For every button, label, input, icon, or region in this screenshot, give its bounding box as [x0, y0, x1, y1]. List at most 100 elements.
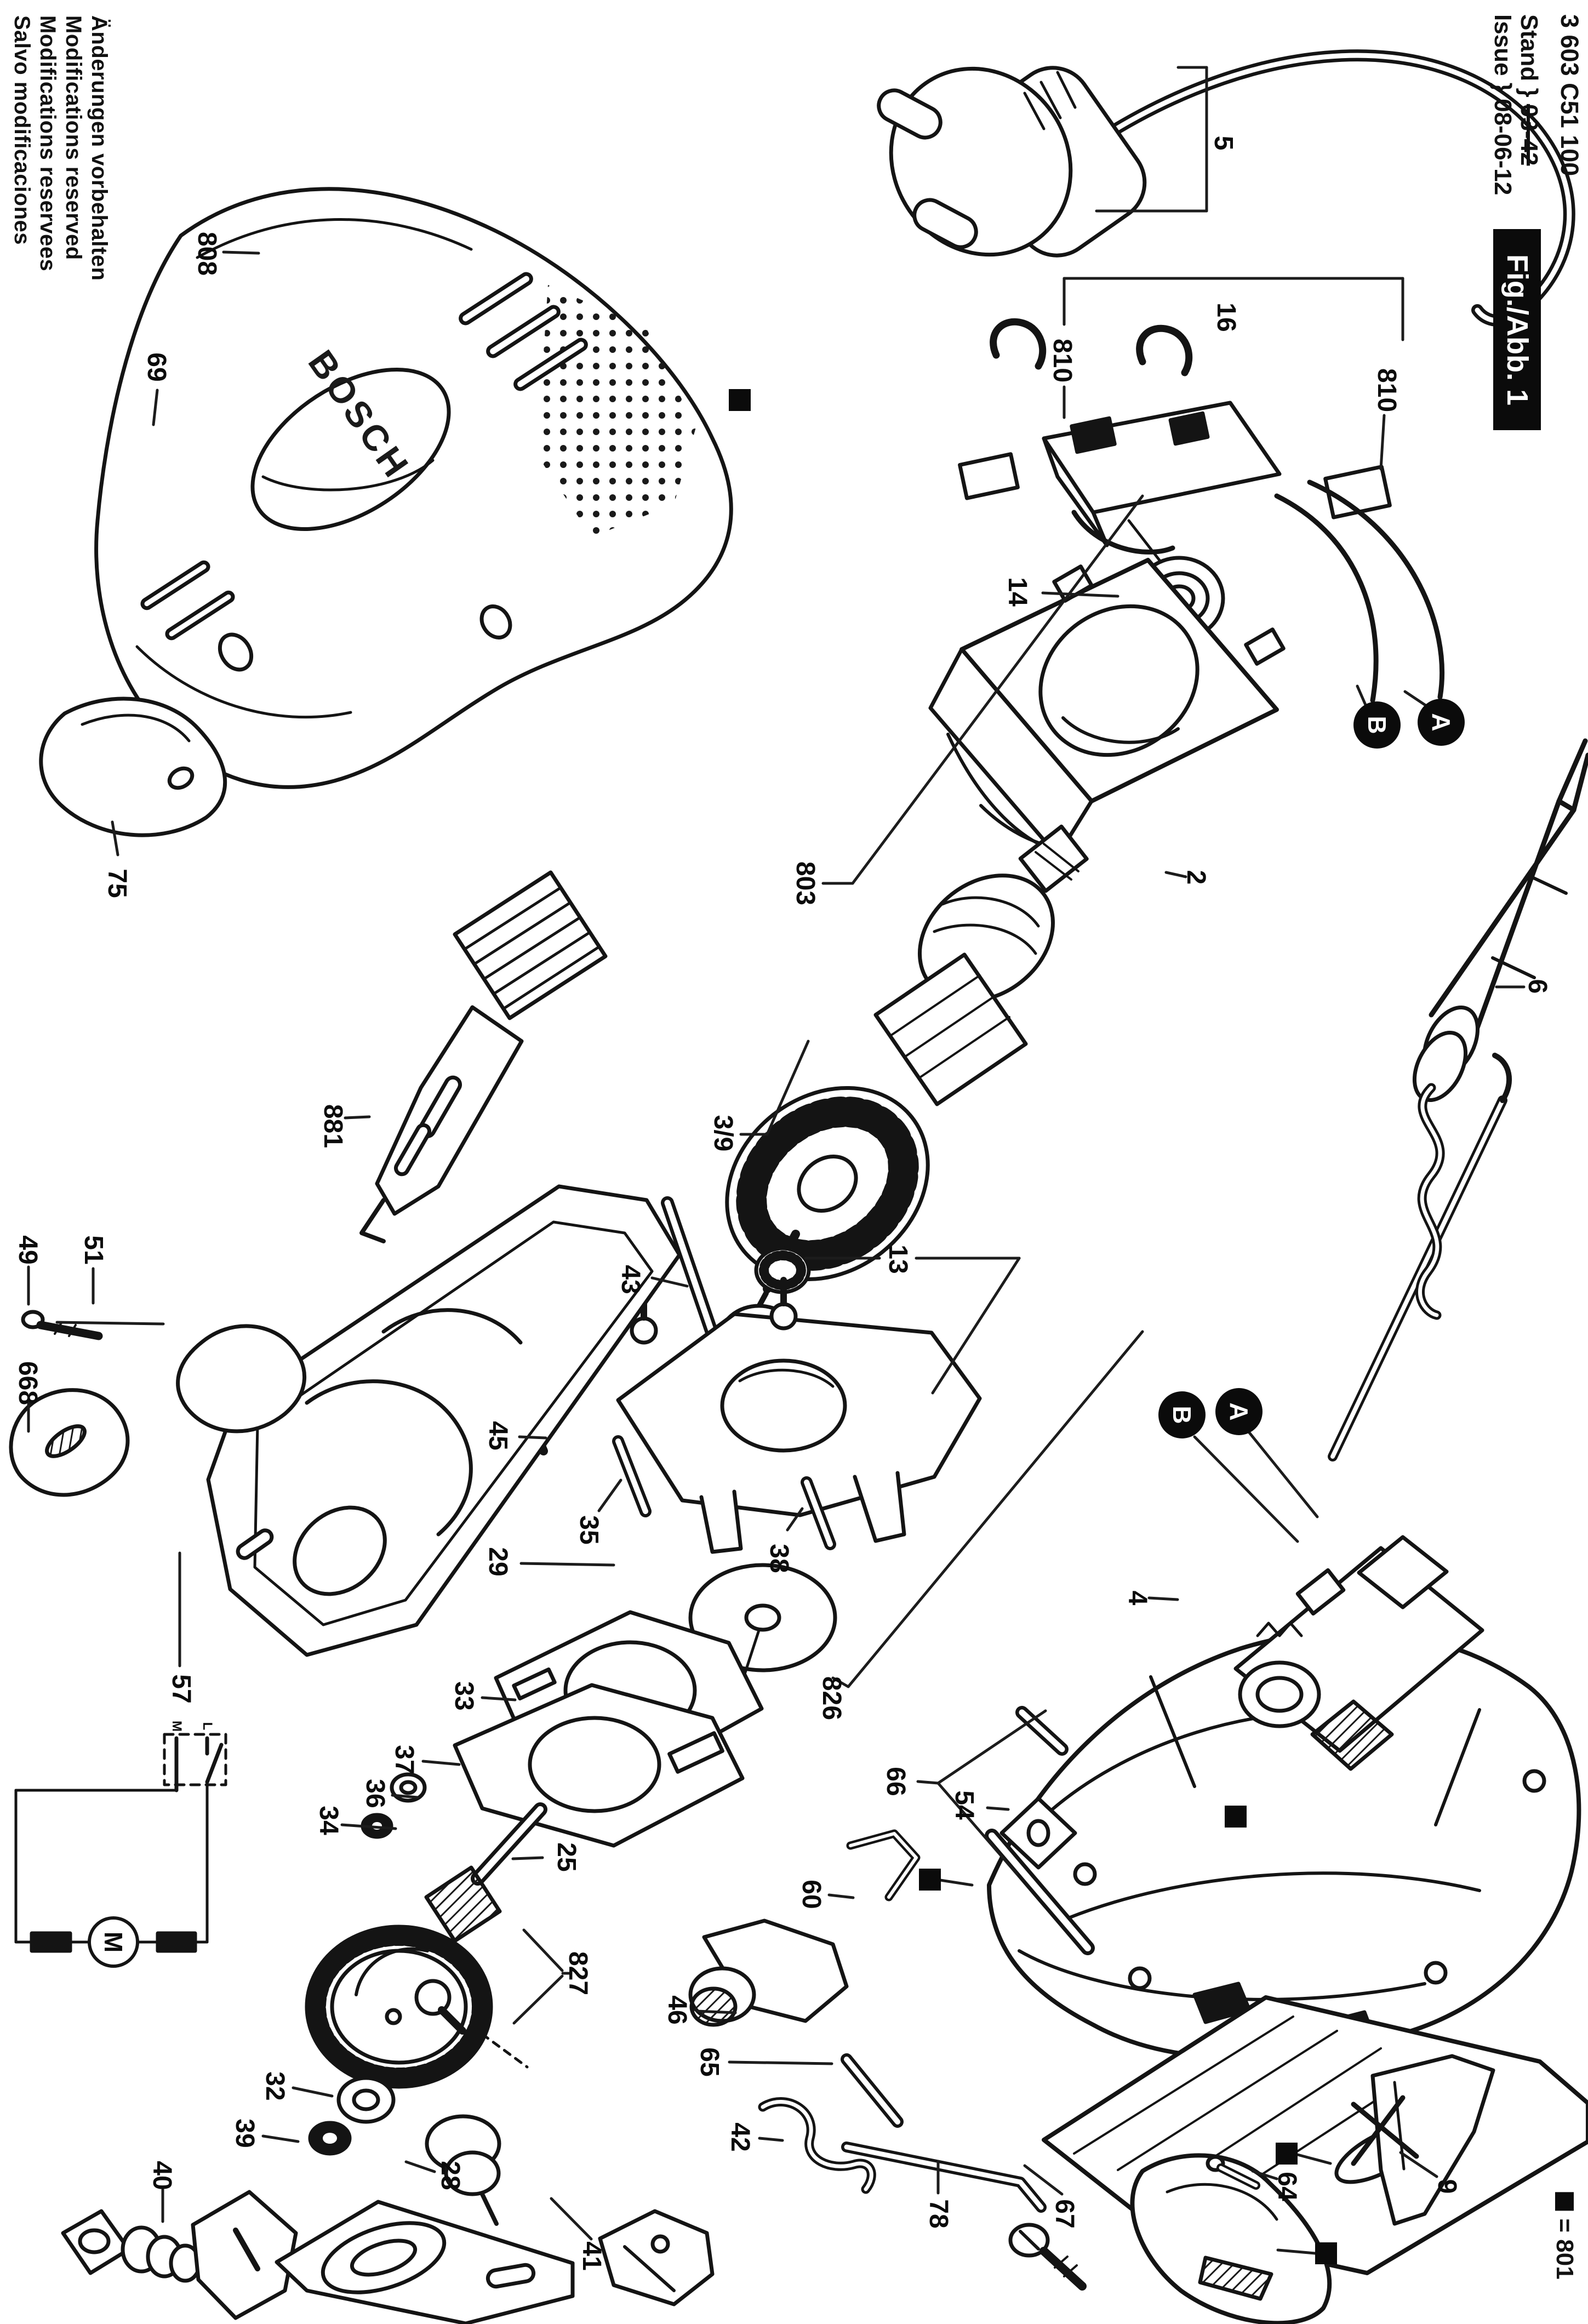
part-41-drawing	[275, 2200, 715, 2324]
part-callout-803: 803	[791, 861, 820, 906]
part-callout-43: 43	[616, 1265, 645, 1294]
wiring-schematic	[14, 1733, 227, 1968]
part-callout-M: M	[99, 1931, 128, 1953]
leader-line	[404, 2160, 436, 2173]
leader-line	[786, 1507, 804, 1532]
leader-line	[827, 1893, 855, 1899]
part-callout-827: 827	[563, 1951, 592, 1996]
part-callout-2: 2	[1181, 870, 1210, 885]
brace: }	[1489, 82, 1516, 92]
gear-plate-drawing	[515, 1277, 982, 1554]
figure-label-box: Fig./Abb. 1	[1493, 229, 1541, 430]
issue-line: Issue } 08-06-12	[1489, 14, 1516, 195]
gear-cover-drawing	[9, 1184, 682, 1657]
ref-circle-A: A	[1418, 699, 1465, 746]
part-callout-668: 668	[13, 1361, 42, 1406]
leader-line	[1247, 1430, 1319, 1518]
part-881-drawing	[359, 870, 608, 1243]
leader-line	[519, 1562, 615, 1567]
leader-line	[55, 1321, 165, 1326]
ref-circle-A: A	[1215, 1388, 1263, 1435]
ref-circle-B: B	[1353, 701, 1401, 749]
stand-line: Stand } 03-42	[1516, 14, 1543, 195]
marker-legend: = 801	[1551, 2192, 1578, 2280]
part-827-gear-drawing	[305, 1925, 529, 2089]
leader-line	[1296, 2153, 1332, 2165]
leader-line	[1251, 2169, 1278, 2180]
square-marker-icon	[919, 1869, 941, 1891]
leader-line	[222, 250, 260, 255]
part-callout-36: 36	[361, 1779, 390, 1808]
part-callout-4: 4	[1123, 1590, 1152, 1606]
part-callout-51: 51	[79, 1235, 108, 1265]
leader-line	[1023, 2164, 1064, 2196]
power-cord-drawing	[877, 49, 1575, 327]
leader-line	[986, 1806, 1010, 1811]
leader-line	[344, 1115, 371, 1120]
part-callout-42: 42	[726, 2122, 755, 2152]
leader-line	[650, 1276, 689, 1288]
disclaimer-block: Änderungen vorbehalten Modifications res…	[9, 15, 112, 281]
leader-line	[1399, 2151, 1438, 2178]
part-callout-32: 32	[260, 2071, 289, 2101]
part-callout-60: 60	[797, 1880, 826, 1909]
part-callout-810: 810	[1048, 338, 1077, 383]
leader-line	[931, 1257, 1021, 1395]
leader-line	[851, 494, 1144, 885]
part-75-drawing	[39, 696, 227, 837]
leader-line	[522, 1928, 564, 1972]
part-callout-54: 54	[950, 1790, 979, 1820]
part-number: 3 603 C51 100	[1556, 14, 1584, 176]
part-43-pin-drawing	[661, 1196, 720, 1344]
leader-line	[550, 2197, 593, 2241]
part-callout-6: 6	[1523, 979, 1552, 994]
square-marker-icon	[1315, 2242, 1337, 2264]
leader-line	[847, 1330, 1144, 1688]
square-marker-icon	[1555, 2192, 1574, 2211]
part-callout-35: 35	[574, 1515, 603, 1545]
part-callout-810: 810	[1372, 368, 1401, 413]
part-callout-46: 46	[662, 1995, 692, 2025]
part-4-assembly-drawing	[1233, 1053, 1512, 1771]
part-callout-78: 78	[924, 2199, 953, 2229]
leader-line	[936, 1781, 1019, 1876]
leader-line	[518, 1435, 547, 1440]
leader-line	[292, 2086, 334, 2098]
issue-label: Issue	[1489, 14, 1516, 76]
part-callout-13: 13	[883, 1244, 912, 1274]
part-callout-41: 41	[577, 2241, 606, 2271]
leader-line	[1164, 871, 1187, 878]
armature-drawing	[725, 824, 1089, 1322]
part-callout-66: 66	[881, 1767, 910, 1796]
part-callout-29: 29	[483, 1547, 512, 1577]
part-callout-881: 881	[318, 1104, 347, 1149]
part-40-assembly-drawing	[61, 2190, 298, 2320]
parts-32-39-28-drawing	[308, 2076, 501, 2226]
leader-line	[111, 820, 119, 856]
part-25-drawing	[424, 1802, 547, 1943]
leader-line	[511, 1856, 544, 1860]
plates-33-37-drawing	[361, 1610, 764, 1848]
leader-line	[512, 1974, 564, 2025]
part-callout-16: 16	[1212, 302, 1241, 332]
square-marker-icon	[729, 389, 751, 411]
leader-line	[758, 2137, 784, 2142]
part-callout-37: 37	[390, 1745, 419, 1774]
brace: }	[1516, 88, 1543, 98]
leader-line	[421, 1760, 461, 1766]
disclaimer-line: Modifications reservees	[36, 15, 60, 272]
leader-line	[340, 1823, 397, 1830]
disclaimer-line: Salvo modificaciones	[10, 15, 34, 245]
leader-line	[152, 389, 159, 426]
disclaimer-line: Modifications reserved	[61, 15, 85, 260]
leader-line	[766, 1040, 810, 1136]
leader-line	[831, 1676, 850, 1688]
motor-housing-drawing: BOSCH	[94, 187, 733, 789]
leader-line	[939, 1878, 974, 1887]
disclaimer-line: Änderungen vorbehalten	[87, 15, 111, 281]
issue-value: 08-06-12	[1489, 99, 1516, 196]
square-marker-icon	[1276, 2143, 1298, 2165]
figure-label: Fig./Abb. 1	[1500, 254, 1534, 406]
stand-value-struck: 03-42	[1516, 104, 1543, 166]
part-callout-5: 5	[1209, 135, 1238, 151]
